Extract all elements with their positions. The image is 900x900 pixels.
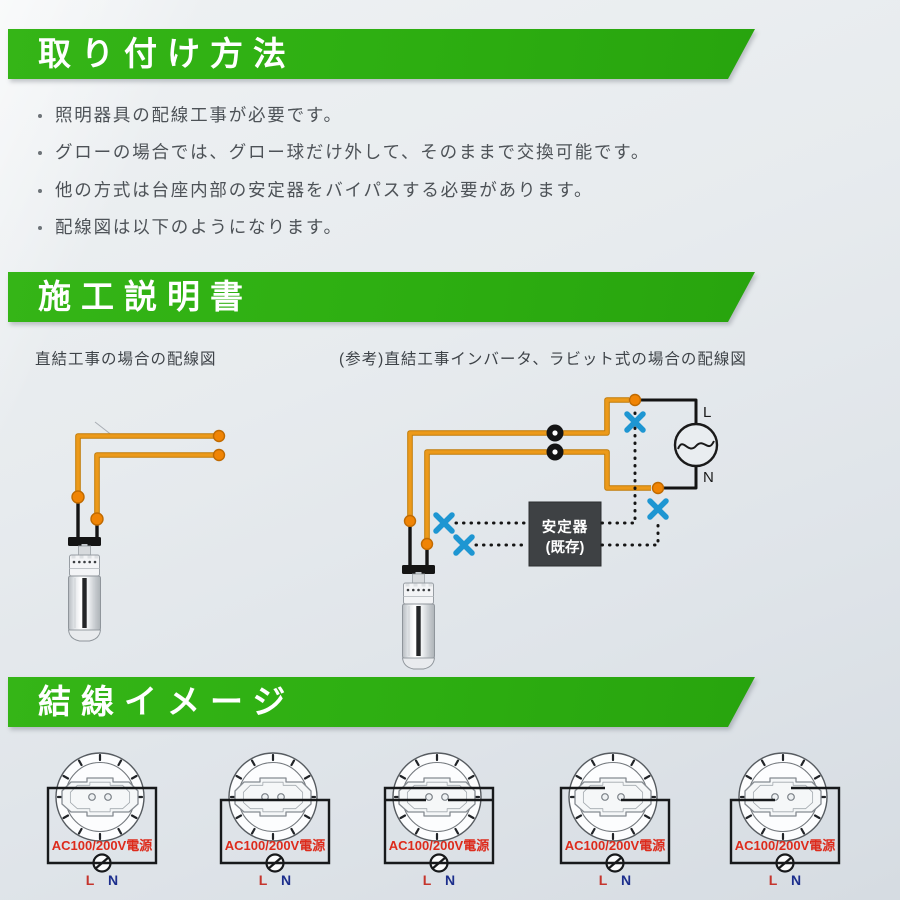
- lamp-back-icon: [227, 751, 319, 873]
- lamp-back-icon: [737, 751, 829, 873]
- neutral-label: N: [108, 872, 118, 888]
- neutral-label: N: [791, 872, 801, 888]
- power-label: AC100/200V電源: [52, 838, 152, 853]
- install-bullet-3: 他の方式は台座内部の安定器をバイパスする必要があります。: [38, 180, 593, 201]
- ballast-label-line1: 安定器: [542, 518, 589, 536]
- install-bullet-4-text: 配線図は以下のようになります。: [55, 217, 343, 237]
- power-box: [219, 798, 331, 865]
- mains-wire: [641, 398, 698, 490]
- install-bullet-2: グローの場合では、グロー球だけ外して、そのままで交換可能です。: [38, 142, 650, 163]
- diagram-direct-wiring: [68, 421, 226, 642]
- wire-junction-dot: [403, 514, 417, 528]
- cut-mark-icon: [433, 411, 669, 556]
- install-section-banner: 取り付け方法: [8, 29, 755, 79]
- wire-terminal-dot: [212, 448, 226, 462]
- connection-units-canvas: AC100/200V電源 L N AC100/200V電源 L N AC100/…: [46, 751, 841, 888]
- wiring-diagrams-canvas: L N 安定器 (既存): [68, 393, 719, 670]
- lamp-cap: [68, 537, 101, 546]
- lamp-back-icon: [567, 751, 659, 873]
- wire-terminal-dot: [628, 393, 642, 407]
- bullet-dot-icon: [38, 189, 42, 193]
- wiring-unit-4: AC100/200V電源 L N: [559, 751, 671, 888]
- power-label: AC100/200V電源: [389, 838, 489, 853]
- neutral-label: N: [281, 872, 291, 888]
- install-bullet-2-text: グローの場合では、グロー球だけ外して、そのままで交換可能です。: [55, 142, 651, 162]
- wiring-section-title: 結線イメージ: [8, 677, 755, 727]
- power-box: [46, 786, 158, 865]
- ballast-box: [528, 501, 602, 567]
- wiring-section-banner: 結線イメージ: [8, 677, 755, 727]
- neutral-label: N: [445, 872, 455, 888]
- manual-section-banner: 施工説明書: [8, 272, 755, 322]
- install-bullet-1-text: 照明器具の配線工事が必要です。: [55, 105, 343, 125]
- wire-junction-dot: [420, 537, 434, 551]
- removed-connection-dotted: [454, 409, 660, 547]
- bullet-dot-icon: [38, 114, 42, 118]
- install-bullet-1: 照明器具の配線工事が必要です。: [38, 105, 343, 126]
- diagram-ballast-bypass: L N 安定器 (既存): [402, 393, 719, 670]
- neutral-label: N: [621, 872, 631, 888]
- neutral-label: N: [703, 469, 714, 486]
- wire-junction-dot: [71, 490, 85, 504]
- lamp-icon: [68, 543, 101, 642]
- power-box: [729, 786, 841, 865]
- wiring-unit-5: AC100/200V電源 L N: [729, 751, 841, 888]
- manual-section-title: 施工説明書: [8, 272, 755, 322]
- lamp-icon: [402, 571, 435, 670]
- bullet-dot-icon: [38, 151, 42, 155]
- wiring-unit-2: AC100/200V電源 L N: [219, 751, 331, 888]
- wiring-unit-1: AC100/200V電源 L N: [46, 751, 158, 888]
- power-box: [383, 786, 495, 865]
- live-label: L: [423, 872, 432, 888]
- live-label: L: [703, 404, 711, 421]
- install-bullet-3-text: 他の方式は台座内部の安定器をバイパスする必要があります。: [55, 180, 594, 200]
- live-label: L: [86, 872, 95, 888]
- ballast-label-line2: (既存): [546, 538, 585, 556]
- orange-wire: [76, 434, 219, 518]
- wiring-unit-3: AC100/200V電源 L N: [383, 751, 495, 888]
- ac-source-icon: [673, 422, 719, 468]
- wire-connector-donut: [546, 424, 564, 461]
- install-section-title: 取り付け方法: [8, 29, 755, 79]
- wire-terminal-dot: [212, 429, 226, 443]
- diagram-caption-inverter: (参考)直結工事インバータ、ラビット式の場合の配線図: [339, 351, 747, 368]
- diagram-caption-direct: 直結工事の場合の配線図: [35, 351, 217, 368]
- lamp-back-icon: [391, 751, 483, 873]
- wire-junction-dot: [90, 512, 104, 526]
- live-label: L: [259, 872, 268, 888]
- lamp-back-icon: [54, 751, 146, 873]
- install-bullet-4: 配線図は以下のようになります。: [38, 217, 343, 238]
- power-label: AC100/200V電源: [565, 838, 665, 853]
- power-label: AC100/200V電源: [225, 838, 325, 853]
- power-box: [559, 786, 671, 865]
- orange-wire: [408, 398, 651, 544]
- wire-terminal-dot: [651, 481, 665, 495]
- bullet-dot-icon: [38, 226, 42, 230]
- live-label: L: [599, 872, 608, 888]
- power-label: AC100/200V電源: [735, 838, 835, 853]
- live-label: L: [769, 872, 778, 888]
- lamp-cap: [402, 565, 435, 574]
